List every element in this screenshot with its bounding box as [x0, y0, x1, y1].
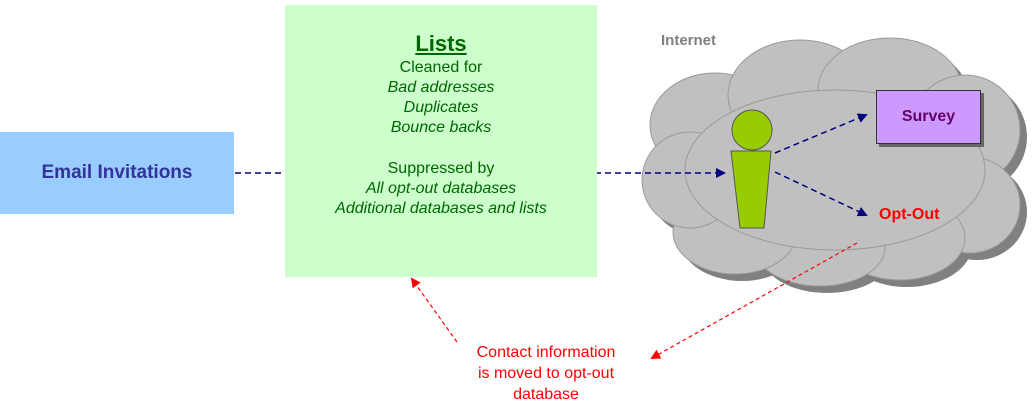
email-invitations-label: Email Invitations — [41, 162, 193, 183]
survey-box: Survey — [876, 90, 981, 144]
email-invitations-box: Email Invitations — [0, 132, 234, 214]
cleaned-item-bounce-backs: Bounce backs — [390, 119, 492, 136]
suppressed-item-opt-out-databases: All opt-out databases — [365, 180, 517, 197]
contact-info-note: Contact information is moved to opt-out … — [446, 342, 646, 405]
lists-spacer — [285, 138, 597, 159]
contact-line-1: Contact information — [476, 344, 616, 361]
contact-line-2: is moved to opt-out — [477, 365, 615, 382]
person-icon — [730, 109, 773, 229]
survey-label: Survey — [901, 108, 956, 125]
internet-cloud — [641, 37, 1027, 293]
lists-title: Lists — [415, 31, 467, 56]
lists-box: Lists Cleaned for Bad addresses Duplicat… — [285, 5, 597, 277]
suppressed-label: Suppressed by — [387, 160, 495, 177]
suppressed-item-additional-databases: Additional databases and lists — [335, 200, 547, 217]
cloud-body — [641, 37, 1021, 287]
cleaned-label: Cleaned for — [399, 59, 483, 76]
contact-line-3: database — [513, 386, 579, 403]
cleaned-item-duplicates: Duplicates — [403, 99, 479, 116]
internet-label: Internet — [661, 32, 717, 49]
contact-to-lists-arrow — [410, 277, 458, 343]
optout-label: Opt-Out — [879, 206, 940, 223]
survey-arrow — [774, 113, 868, 154]
cleaned-item-bad-addresses: Bad addresses — [387, 79, 495, 96]
optout-arrow — [774, 171, 868, 217]
